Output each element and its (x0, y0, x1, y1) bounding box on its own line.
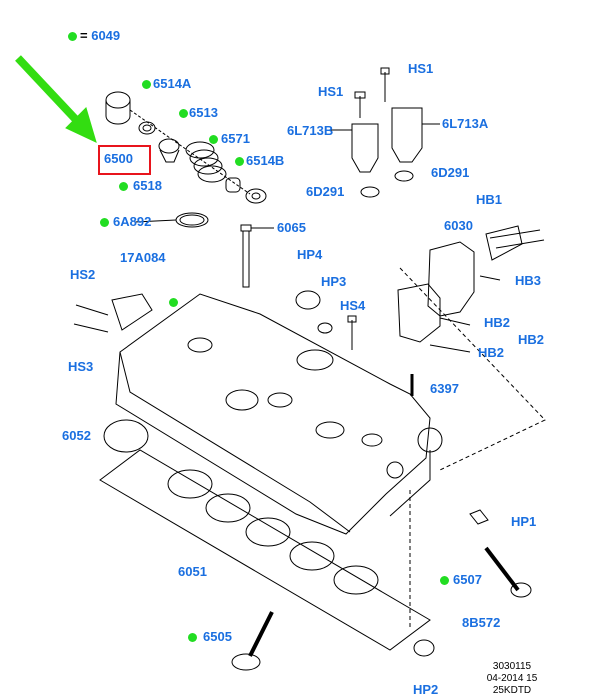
drawing-ref: 25KDTD (492, 685, 532, 696)
valve-train-parts (105, 91, 274, 288)
part-label-hs4[interactable]: HS4 (340, 298, 366, 313)
part-label-6052[interactable]: 6052 (62, 428, 91, 443)
part-label-6L713B[interactable]: 6L713B (287, 123, 334, 138)
part-label-6505[interactable]: 6505 (203, 629, 232, 644)
cylinder-head (115, 290, 443, 535)
marker-icon (188, 633, 197, 642)
valves (231, 509, 532, 671)
part-label-6030[interactable]: 6030 (444, 218, 473, 233)
drawing-number: 3030115 (492, 661, 532, 672)
part-label-6500[interactable]: 6500 (104, 151, 133, 166)
part-label-hp3[interactable]: HP3 (321, 274, 347, 289)
part-label-6A892[interactable]: 6A892 (113, 214, 152, 229)
marker-icon (235, 157, 244, 166)
legend-code: 6049 (91, 28, 121, 43)
solenoids (329, 67, 440, 198)
legend: = 6049 (80, 29, 120, 43)
marker-icon (100, 218, 109, 227)
part-label-6065[interactable]: 6065 (277, 220, 306, 235)
part-label-6514B[interactable]: 6514B (246, 153, 285, 168)
drawing-date: 04-2014 15 (486, 673, 538, 684)
part-label-6051[interactable]: 6051 (178, 564, 207, 579)
part-label-hb2[interactable]: HB2 (518, 332, 545, 347)
marker-icon (209, 135, 218, 144)
marker-icon (142, 80, 151, 89)
highlight-box (98, 145, 151, 175)
part-label-hs3[interactable]: HS3 (68, 359, 94, 374)
marker-icon (440, 576, 449, 585)
part-label-hb2[interactable]: HB2 (484, 315, 511, 330)
part-label-hb2[interactable]: HB2 (478, 345, 505, 360)
legend-equals: = (80, 28, 88, 43)
part-label-hb1[interactable]: HB1 (476, 192, 503, 207)
part-label-6L713A[interactable]: 6L713A (442, 116, 489, 131)
part-label-6513[interactable]: 6513 (189, 105, 218, 120)
part-label-6571[interactable]: 6571 (221, 131, 250, 146)
legend-marker-icon (68, 32, 77, 41)
part-label-6D291[interactable]: 6D291 (306, 184, 345, 199)
marker-icon (179, 109, 188, 118)
part-label-hp2[interactable]: HP2 (413, 682, 439, 697)
part-label-6D291[interactable]: 6D291 (431, 165, 470, 180)
part-label-6507[interactable]: 6507 (453, 572, 482, 587)
marker-icon (169, 298, 178, 307)
marker-icon (119, 182, 128, 191)
part-label-hs2[interactable]: HS2 (70, 267, 96, 282)
front-cover-6030 (397, 225, 545, 343)
part-label-8B572[interactable]: 8B572 (462, 615, 501, 630)
part-label-6518[interactable]: 6518 (133, 178, 162, 193)
part-label-hp4[interactable]: HP4 (297, 247, 323, 262)
part-label-17A084[interactable]: 17A084 (120, 250, 166, 265)
part-label-6397[interactable]: 6397 (430, 381, 459, 396)
part-label-6514A[interactable]: 6514A (153, 76, 192, 91)
part-label-hs1[interactable]: HS1 (408, 61, 434, 76)
part-label-hb3[interactable]: HB3 (515, 273, 542, 288)
guide-lines (399, 267, 546, 630)
bolts (73, 275, 501, 353)
part-label-hs1[interactable]: HS1 (318, 84, 344, 99)
drawing-code: 3030115 04-2014 15 25KDTD (472, 661, 552, 697)
seal-6052 (103, 419, 149, 453)
head-gasket (99, 449, 431, 651)
pointer-arrow (15, 55, 97, 143)
part-label-hp1[interactable]: HP1 (511, 514, 537, 529)
